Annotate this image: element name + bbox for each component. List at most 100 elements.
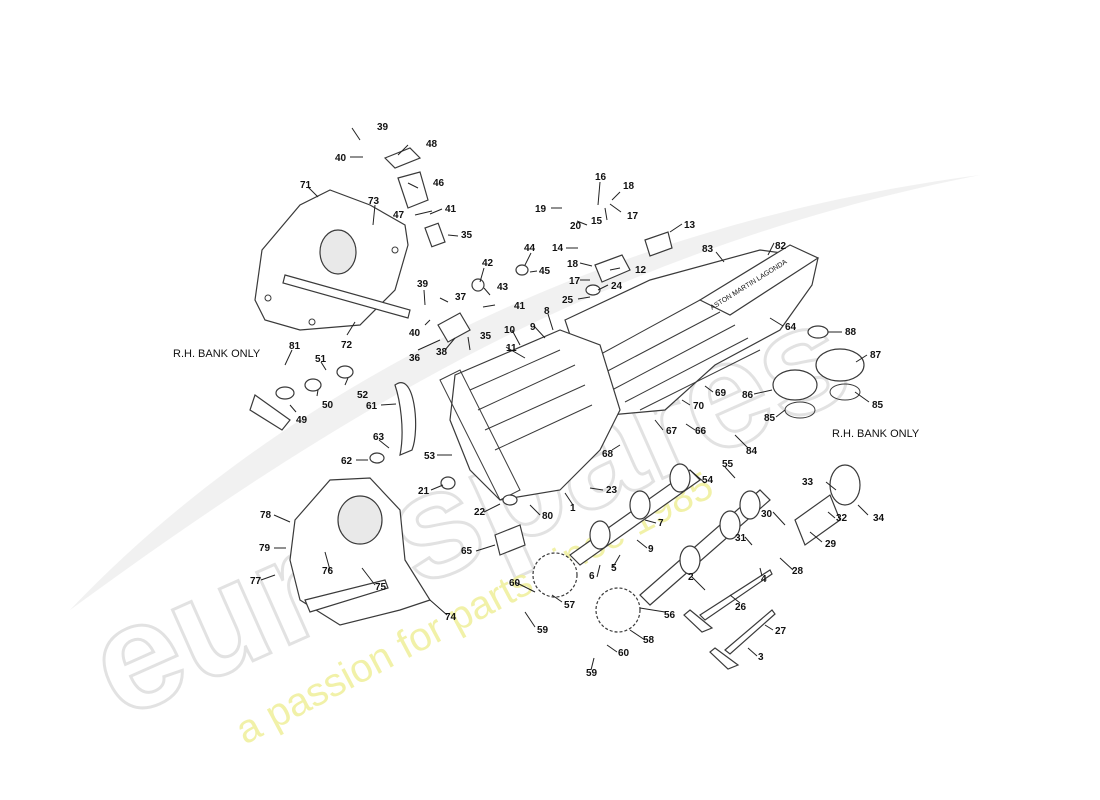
tappet xyxy=(829,464,861,506)
cover-38 xyxy=(437,312,471,343)
callout-46: 46 xyxy=(433,178,445,189)
valve-inlet xyxy=(683,569,773,633)
callout-9: 9 xyxy=(648,544,654,555)
callout-12: 12 xyxy=(635,265,647,276)
callout-85: 85 xyxy=(764,413,776,424)
drawing: ASTON MARTIN LAGONDA xyxy=(249,147,865,670)
callout-63: 63 xyxy=(373,432,385,443)
nut-24 xyxy=(585,284,601,296)
callout-23: 23 xyxy=(606,485,618,496)
cylinder-head xyxy=(449,329,621,501)
cover-plate xyxy=(698,244,820,316)
callout-8: 8 xyxy=(544,306,550,317)
callout-33: 33 xyxy=(802,477,814,488)
callout-71: 71 xyxy=(300,180,312,191)
callout-15: 15 xyxy=(591,216,603,227)
lower-tensioner-shaft xyxy=(304,579,389,613)
callout-21: 21 xyxy=(418,486,430,497)
callout-45: 45 xyxy=(539,266,551,277)
callout-73: 73 xyxy=(368,196,380,207)
callout-42: 42 xyxy=(482,258,494,269)
nut-22 xyxy=(502,494,518,506)
callout-49: 49 xyxy=(296,415,308,426)
callout-82: 82 xyxy=(775,241,787,252)
head-gasket xyxy=(439,369,521,501)
callout-35: 35 xyxy=(480,331,492,342)
callout-85: 85 xyxy=(872,400,884,411)
callout-65: 65 xyxy=(461,546,473,557)
callout-84: 84 xyxy=(746,446,758,457)
callout-11: 11 xyxy=(506,343,517,354)
callout-87: 87 xyxy=(870,350,882,361)
callout-17: 17 xyxy=(569,276,581,287)
callout-59: 59 xyxy=(537,625,549,636)
callout-26: 26 xyxy=(735,602,747,613)
callout-72: 72 xyxy=(341,340,353,351)
callout-67: 67 xyxy=(666,426,678,437)
chain-tensioner xyxy=(397,171,429,209)
callout-86: 86 xyxy=(742,390,754,401)
callout-27: 27 xyxy=(775,626,787,637)
callout-60: 60 xyxy=(509,578,521,589)
callout-70: 70 xyxy=(693,401,705,412)
callout-5: 5 xyxy=(611,563,617,574)
callout-9: 9 xyxy=(530,322,536,333)
callout-34: 34 xyxy=(873,513,885,524)
callout-14: 14 xyxy=(552,243,564,254)
callout-80: 80 xyxy=(542,511,554,522)
callout-39: 39 xyxy=(417,279,429,290)
callout-25: 25 xyxy=(562,295,574,306)
callout-16: 16 xyxy=(595,172,607,183)
callout-24: 24 xyxy=(611,281,623,292)
valve-exhaust xyxy=(709,609,776,670)
callout-44: 44 xyxy=(524,243,536,254)
callout-81: 81 xyxy=(289,341,301,352)
callout-77: 77 xyxy=(250,576,262,587)
callout-40: 40 xyxy=(409,328,421,339)
callout-58: 58 xyxy=(643,635,655,646)
callout-41: 41 xyxy=(445,204,457,215)
callout-18: 18 xyxy=(623,181,635,192)
callout-6: 6 xyxy=(589,571,595,582)
callout-83: 83 xyxy=(702,244,714,255)
lower-cover-opening xyxy=(337,495,383,545)
plug-52 xyxy=(336,365,354,379)
callout-4: 4 xyxy=(761,574,767,585)
callout-59: 59 xyxy=(586,668,598,679)
callout-62: 62 xyxy=(341,456,353,467)
note-rh-bank-left: R.H. BANK ONLY xyxy=(173,348,261,360)
plug-50 xyxy=(304,378,322,392)
callout-32: 32 xyxy=(836,513,848,524)
tensioner-lever xyxy=(249,394,291,431)
callout-22: 22 xyxy=(474,507,486,518)
callout-47: 47 xyxy=(393,210,405,221)
callout-2: 2 xyxy=(688,572,694,583)
callout-50: 50 xyxy=(322,400,334,411)
callout-31: 31 xyxy=(735,533,747,544)
callout-17: 17 xyxy=(627,211,639,222)
nut-44 xyxy=(515,264,529,276)
callout-66: 66 xyxy=(695,426,707,437)
callout-numbers: 39 40 4 8 46 47 41 35 71 73 39 3 7 40 42 4… xyxy=(250,122,885,679)
callout-54: 54 xyxy=(702,475,714,486)
callout-3: 3 xyxy=(758,652,764,663)
callout-64: 64 xyxy=(785,322,797,333)
plate-13 xyxy=(644,231,673,257)
seal-88 xyxy=(807,325,829,339)
callout-57: 57 xyxy=(564,600,576,611)
callout-43: 43 xyxy=(497,282,509,293)
callout-36: 36 xyxy=(409,353,421,364)
oil-filler-cap-86 xyxy=(772,369,818,401)
valve-spring xyxy=(794,494,841,546)
callout-39: 39 xyxy=(377,122,389,133)
plug-21 xyxy=(440,476,456,490)
callout-13: 13 xyxy=(684,220,696,231)
oil-filler-cap-87 xyxy=(815,348,865,382)
callout-40: 40 xyxy=(335,153,347,164)
callout-19: 19 xyxy=(535,204,547,215)
cover-opening xyxy=(319,229,357,275)
tensioner-shaft xyxy=(282,274,411,319)
callout-7: 7 xyxy=(658,518,664,529)
plunger-35 xyxy=(424,222,446,248)
